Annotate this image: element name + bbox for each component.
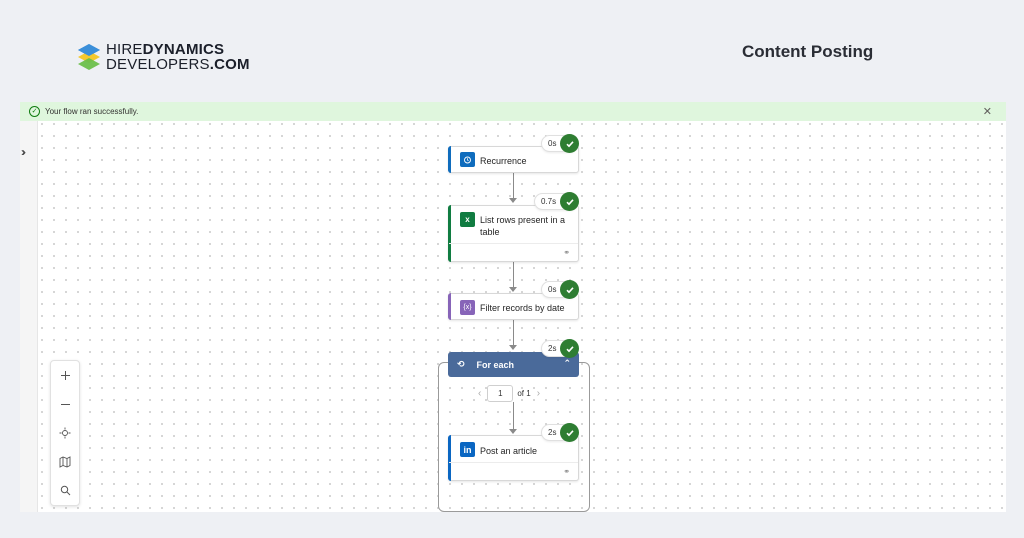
data-operation-icon: {x}	[460, 300, 475, 315]
alarm-clock-icon	[460, 152, 475, 167]
page-title: Content Posting	[742, 42, 874, 61]
connector-arrow	[509, 287, 517, 292]
zoom-out-button[interactable]	[51, 390, 79, 419]
zoom-controls	[50, 360, 80, 506]
duration-badge: 0s	[541, 134, 579, 153]
success-check-icon	[560, 192, 579, 211]
step-footer: ⚭	[449, 243, 578, 261]
fit-view-button[interactable]	[51, 419, 79, 448]
excel-icon: x	[460, 212, 475, 227]
minus-icon	[60, 403, 70, 405]
expand-panel-icon[interactable]: ››	[21, 145, 26, 159]
linkedin-icon: in	[460, 442, 475, 457]
page-number-input[interactable]: 1	[487, 384, 514, 402]
flow-step-filter-records[interactable]: {x} Filter records by date	[448, 293, 579, 320]
check-circle-icon: ✓	[29, 106, 40, 117]
connector-arrow	[509, 429, 517, 434]
brand-logo: HIREDYNAMICS DEVELOPERS.COM	[76, 42, 250, 72]
success-message: Your flow ran successfully.	[45, 107, 139, 116]
logo-line-1: HIREDYNAMICS	[106, 41, 225, 58]
iteration-pager: ‹ 1 of 1 ›	[472, 384, 546, 402]
connector-arrow	[509, 198, 517, 203]
step-title: Post an article	[480, 446, 538, 456]
logo-line-2: DEVELOPERS.COM	[106, 56, 250, 73]
zoom-in-button[interactable]	[51, 361, 79, 390]
step-title: List rows present in a table	[480, 215, 566, 237]
success-check-icon	[560, 423, 579, 442]
foreach-title: For each	[476, 359, 515, 370]
plus-icon	[60, 370, 70, 380]
minimap-button[interactable]	[51, 447, 79, 476]
success-notification-bar: ✓ Your flow ran successfully. ✕	[20, 102, 1006, 121]
logo-cube-icon	[78, 44, 100, 70]
loop-icon: ⟲	[457, 359, 465, 369]
duration-badge: 0.7s	[534, 192, 579, 211]
connector-line	[513, 262, 514, 288]
collapse-icon[interactable]: ⌃	[563, 358, 571, 368]
duration-badge: 2s	[541, 423, 579, 442]
duration-badge: 0s	[541, 280, 579, 299]
success-check-icon	[560, 339, 579, 358]
fit-view-icon	[59, 427, 71, 439]
step-title: Filter records by date	[480, 303, 565, 313]
flow-designer-canvas[interactable]: ✓ Your flow ran successfully. ✕ ››	[20, 102, 1006, 512]
flow-step-post-article[interactable]: in Post an article ⚭	[448, 435, 579, 481]
success-check-icon	[560, 280, 579, 299]
success-check-icon	[560, 134, 579, 153]
page-total: of 1	[517, 388, 531, 398]
connector-line	[513, 173, 514, 199]
search-button[interactable]	[51, 476, 79, 505]
step-title: Recurrence	[480, 156, 527, 166]
step-footer: ⚭	[449, 462, 578, 480]
previous-page-icon[interactable]: ‹	[478, 387, 482, 399]
side-panel-strip: ››	[20, 121, 38, 512]
connector-line	[513, 320, 514, 346]
link-icon[interactable]: ⚭	[563, 467, 570, 476]
map-icon	[59, 456, 71, 468]
connector-arrow	[509, 345, 517, 350]
connector-line	[513, 402, 514, 430]
close-icon[interactable]: ✕	[982, 106, 992, 118]
duration-badge: 2s	[541, 339, 579, 358]
next-page-icon[interactable]: ›	[536, 387, 541, 399]
flow-step-list-rows[interactable]: x List rows present in a table ⚭	[448, 205, 579, 262]
link-icon[interactable]: ⚭	[563, 248, 570, 257]
search-icon	[60, 485, 70, 496]
